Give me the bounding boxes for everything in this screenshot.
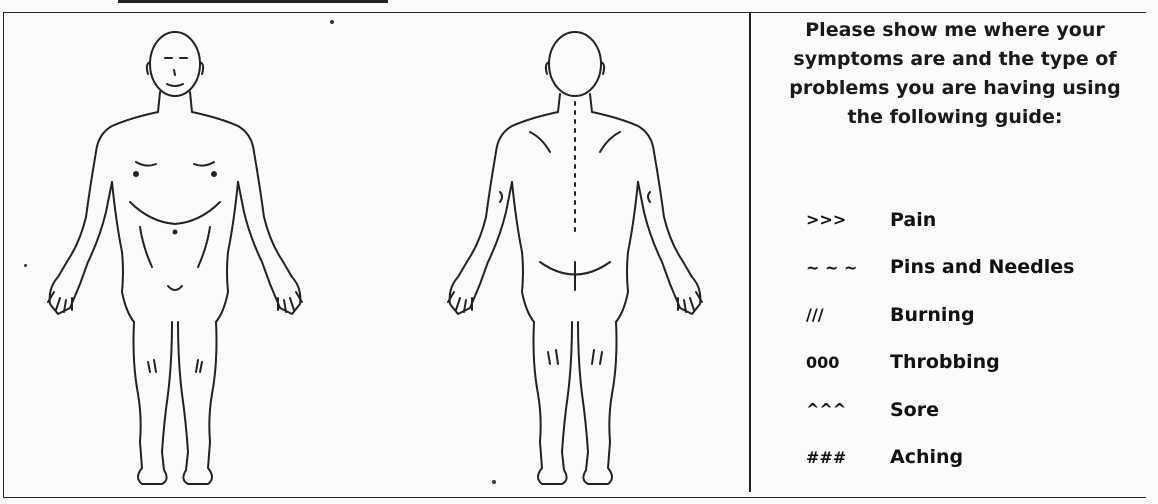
legend-item-aching: ### Aching [806, 434, 1126, 482]
body-front-diagram[interactable] [30, 22, 320, 492]
legend-label: Sore [890, 399, 939, 421]
legend-label: Burning [890, 304, 975, 326]
scan-edge-mark [118, 0, 388, 3]
body-back-diagram[interactable] [430, 22, 720, 492]
scan-speck [24, 264, 27, 267]
legend-symbol: ~ ~ ~ [806, 258, 890, 277]
legend-symbol: /// [806, 305, 890, 324]
legend-symbol: ^^^ [806, 400, 890, 419]
legend-item-sore: ^^^ Sore [806, 386, 1126, 434]
instruction-line: the following guide: [847, 106, 1062, 128]
legend-label: Pain [890, 209, 936, 231]
legend-symbol: 000 [806, 353, 890, 372]
frame-divider [749, 12, 751, 492]
legend-symbol: >>> [806, 210, 890, 229]
symbol-legend: >>> Pain ~ ~ ~ Pins and Needles /// Burn… [806, 196, 1126, 481]
legend-label: Pins and Needles [890, 256, 1074, 278]
legend-item-throbbing: 000 Throbbing [806, 339, 1126, 387]
instruction-text: Please show me where your symptoms are a… [760, 16, 1150, 132]
legend-item-pins-and-needles: ~ ~ ~ Pins and Needles [806, 244, 1126, 292]
symptom-guide: Please show me where your symptoms are a… [760, 16, 1150, 132]
scan-speck [330, 20, 334, 24]
instruction-line: Please show me where your [805, 19, 1104, 41]
instruction-line: problems you are having using [789, 77, 1120, 99]
instruction-line: symptoms are and the type of [793, 48, 1116, 70]
scan-speck [492, 480, 496, 484]
legend-item-pain: >>> Pain [806, 196, 1126, 244]
legend-symbol: ### [806, 448, 890, 467]
legend-label: Throbbing [890, 351, 1000, 373]
legend-label: Aching [890, 446, 963, 468]
legend-item-burning: /// Burning [806, 291, 1126, 339]
